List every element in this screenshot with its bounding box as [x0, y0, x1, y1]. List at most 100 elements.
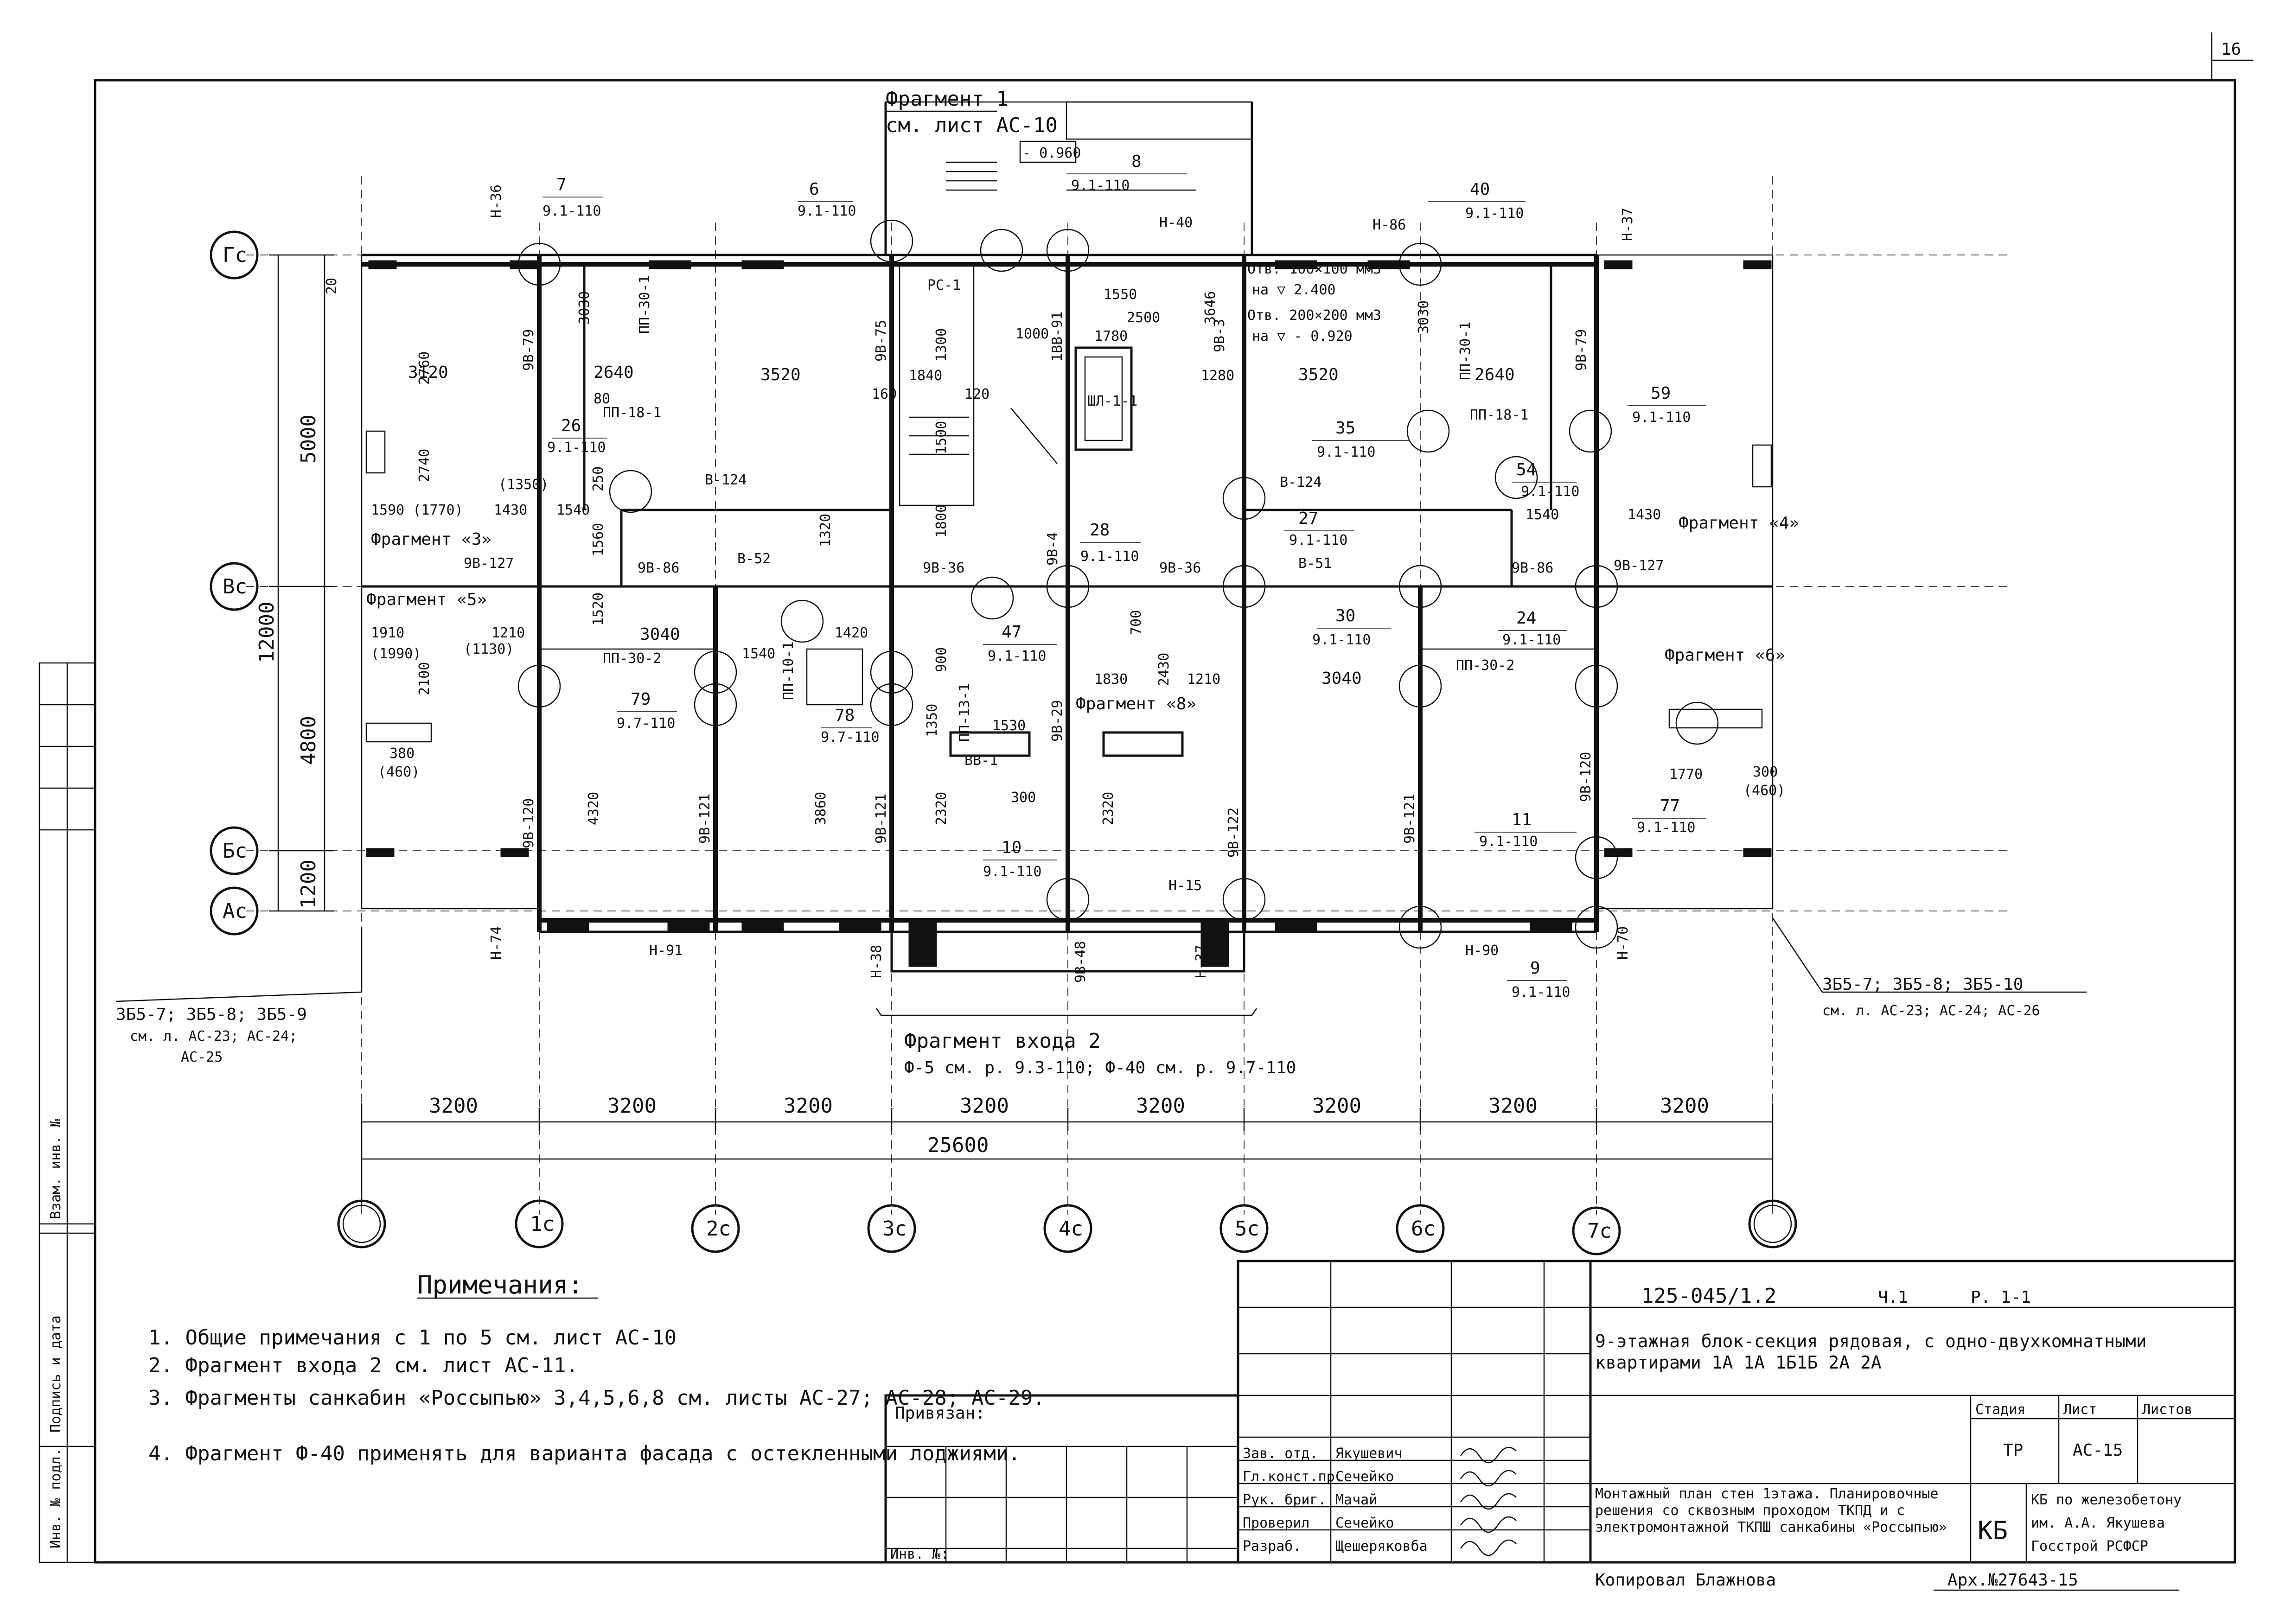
- svg-text:1430: 1430: [1628, 507, 1661, 523]
- svg-text:59: 59: [1651, 384, 1671, 403]
- sign-role-3: Рук. бриг.: [1243, 1492, 1327, 1508]
- svg-text:9.1-110: 9.1-110: [1312, 632, 1371, 648]
- svg-text:1420: 1420: [835, 625, 868, 641]
- svg-text:9.1-110: 9.1-110: [1317, 444, 1375, 460]
- sheets-header: Листов: [2142, 1401, 2192, 1418]
- panel-n37-top: Н-37: [1620, 208, 1636, 241]
- panel-9v79-right: 9В-79: [1573, 329, 1590, 371]
- svg-text:4320: 4320: [586, 792, 602, 825]
- svg-text:2320: 2320: [933, 792, 950, 825]
- svg-text:9.1-110: 9.1-110: [1289, 532, 1347, 548]
- fragment-3-label: Фрагмент «3»: [371, 530, 492, 549]
- panel-v52: В-52: [737, 551, 771, 567]
- svg-text:2740: 2740: [416, 449, 433, 482]
- svg-text:2430: 2430: [1156, 653, 1172, 686]
- privyazan-label: Привязан:: [895, 1404, 985, 1423]
- svg-text:27: 27: [1298, 509, 1318, 528]
- svg-text:(1130): (1130): [464, 641, 514, 657]
- sign-role-2: Гл.конст.пр.: [1243, 1469, 1343, 1485]
- panel-pp30-2-right: ПП-30-2: [1456, 657, 1514, 674]
- signature-5: [1460, 1539, 1517, 1556]
- svg-text:77: 77: [1660, 796, 1680, 815]
- node-circles: [517, 219, 1719, 949]
- page-number: 16: [2221, 40, 2241, 59]
- drawing-code: 125-045/1.2: [1641, 1284, 1776, 1308]
- signature-4: [1460, 1516, 1517, 1533]
- title-sheet: Монтажный план стен 1этажа. Планировочны…: [1595, 1486, 1947, 1535]
- side-stamp: Инв. № подл. Подпись и дата Взам. инв. №: [38, 662, 96, 1563]
- svg-text:(460): (460): [1743, 783, 1785, 799]
- panel-9v29: 9В-29: [1049, 700, 1066, 742]
- sign-role-1: Зав. отд.: [1243, 1446, 1318, 1462]
- svg-text:3520: 3520: [760, 365, 801, 384]
- stamp-signature-date: Подпись и дата: [48, 1315, 64, 1433]
- svg-text:9.1-110: 9.1-110: [1512, 984, 1570, 1000]
- org-line-2: им. А.А. Якушева: [2031, 1515, 2165, 1531]
- left-panels-ref: см. л. АС-23; АС-24;: [130, 1028, 297, 1044]
- org-line-3: Госстрой РСФСР: [2031, 1538, 2148, 1554]
- panel-9v86-left: 9В-86: [638, 560, 679, 576]
- panel-n90: Н-90: [1465, 943, 1499, 959]
- panel-n38: Н-38: [868, 945, 885, 978]
- panel-pp30-1-right: ПП-30-1: [1457, 322, 1474, 380]
- svg-text:9.1-110: 9.1-110: [1465, 205, 1524, 222]
- svg-text:11: 11: [1512, 810, 1532, 829]
- svg-text:3040: 3040: [640, 625, 680, 644]
- svg-text:26: 26: [561, 416, 581, 435]
- svg-text:1210: 1210: [492, 625, 525, 641]
- opening1-label: Отв. 100×100 мм3: [1247, 261, 1381, 277]
- svg-text:9.1-110: 9.1-110: [1521, 484, 1579, 500]
- panel-n86: Н-86: [1373, 217, 1406, 233]
- svg-text:3520: 3520: [1298, 365, 1339, 384]
- panel-9v120-left: 9В-120: [521, 798, 537, 848]
- svg-text:1840: 1840: [909, 368, 942, 384]
- node-ref-labels: 7 9.1-110 6 9.1-110 8 9.1-110 40 9.1-110…: [543, 152, 1706, 1000]
- panel-9v120-right: 9В-120: [1578, 752, 1594, 802]
- panel-n70: Н-70: [1615, 926, 1631, 960]
- note-4: 4. Фрагмент Ф-40 применять для варианта …: [148, 1442, 1021, 1465]
- svg-text:3646: 3646: [1202, 291, 1219, 325]
- left-panels-label: ЗБ5-7; ЗБ5-8; ЗБ5-9: [116, 1005, 307, 1024]
- dimension-chains: 3200 3200 3200 3200 3200 3200 3200 3200 …: [255, 254, 1774, 1205]
- node-ref-28: 28 9.1-110: [1080, 521, 1141, 565]
- node-ref-8-top: 8 9.1-110: [1066, 152, 1187, 194]
- svg-text:1000: 1000: [1015, 326, 1049, 342]
- svg-text:(1990): (1990): [371, 646, 421, 662]
- svg-text:1280: 1280: [1201, 368, 1234, 384]
- signature-2: [1460, 1470, 1517, 1487]
- svg-text:160: 160: [872, 386, 897, 402]
- span-dim-4: 3200: [960, 1094, 1009, 1118]
- svg-text:9.1-110: 9.1-110: [1479, 834, 1538, 850]
- panel-1vv91: 1ВВ-91: [1049, 312, 1066, 362]
- panel-9v36-right: 9В-36: [1159, 560, 1201, 576]
- title-sheet-box: Монтажный план стен 1этажа. Планировочны…: [1595, 1486, 1947, 1535]
- inv-no-label: Инв. №:: [890, 1546, 949, 1562]
- svg-text:9.1-110: 9.1-110: [1632, 409, 1691, 426]
- stamp-replaced-inv: Взам. инв. №: [48, 1119, 64, 1219]
- fragment-4-label: Фрагмент «4»: [1679, 514, 1799, 533]
- panel-9v4: 9В-4: [1045, 532, 1061, 566]
- fragment-8-label: Фрагмент «8»: [1076, 694, 1196, 713]
- node-ref-24: 24 9.1-110: [1498, 609, 1567, 648]
- entrance-fragment-label: Фрагмент входа 2: [904, 1029, 1101, 1053]
- svg-text:1500: 1500: [933, 421, 950, 454]
- svg-text:2500: 2500: [1127, 310, 1160, 326]
- node-ref-35: 35 9.1-110: [1312, 419, 1410, 460]
- axis-label-2c: 2с: [706, 1217, 731, 1241]
- note-2: 2. Фрагмент входа 2 см. лист АС-11.: [148, 1354, 578, 1377]
- top-callouts: Фрагмент 1 см. лист АС-10 - 0.960 Отв. 1…: [886, 87, 1381, 344]
- vdim-20: 20: [324, 278, 340, 294]
- sheet-no-value: АС-15: [2073, 1441, 2123, 1460]
- svg-text:54: 54: [1516, 460, 1536, 479]
- axis-label-7c: 7с: [1587, 1219, 1612, 1243]
- svg-text:78: 78: [835, 706, 855, 725]
- svg-text:3040: 3040: [1321, 669, 1362, 688]
- opening2-label: Отв. 200×200 мм3: [1247, 307, 1381, 324]
- panel-9v75: 9В-75: [873, 320, 889, 362]
- node-ref-7-top: 7 9.1-110: [543, 175, 603, 219]
- svg-text:8: 8: [1131, 152, 1142, 171]
- sign-name-5: Щешеряковба: [1335, 1538, 1428, 1554]
- title-block: Привязан: Инв. №: Зав. отд. Якушевич Гл.…: [884, 1260, 2236, 1564]
- panel-marks: Н-36 Н-40 Н-86 Н-37 Н-74 Н-91 Н-38 Н-37 …: [464, 185, 1664, 983]
